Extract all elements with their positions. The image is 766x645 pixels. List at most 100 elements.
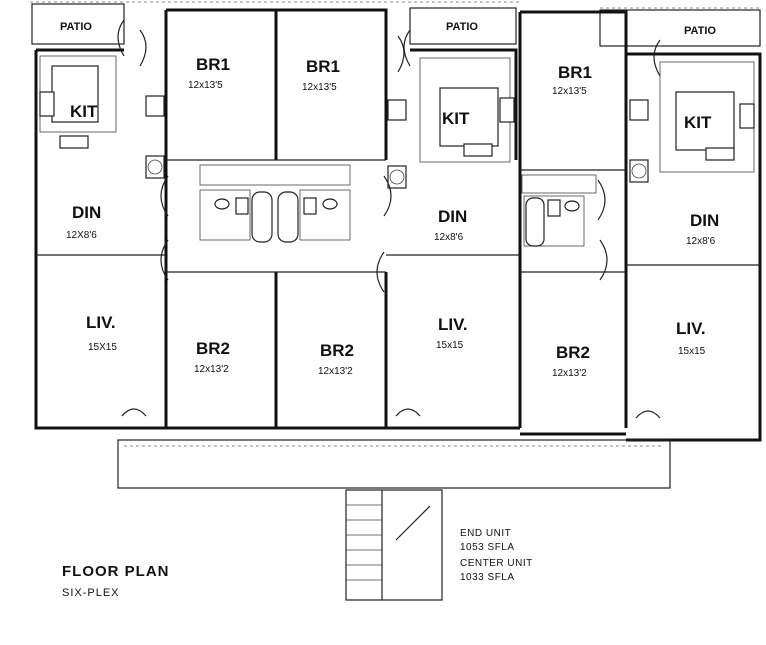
- br1-dim-3: 12x13'5: [302, 82, 337, 93]
- door-patio-1b: [139, 29, 147, 67]
- br1-label-2: BR1: [196, 55, 230, 74]
- living-label-1: LIV.: [86, 313, 116, 332]
- door-entry-6: [635, 410, 661, 419]
- note-center-unit: CENTER UNIT: [460, 558, 533, 569]
- wall-center-top: [166, 8, 388, 160]
- door-hall-4: [383, 175, 392, 217]
- fridge-4: [387, 99, 407, 121]
- kitchen-label-6: KIT: [684, 113, 712, 132]
- hall-closet-unit5: [521, 174, 597, 194]
- door-entry-1: [121, 408, 147, 417]
- fridge-6: [629, 99, 649, 121]
- plan-title: FLOOR PLAN: [62, 563, 170, 580]
- hall-closet-center: [199, 164, 351, 186]
- vanity-5: [547, 199, 561, 217]
- patio-label-4: PATIO: [446, 21, 478, 33]
- plan-subtitle: SIX-PLEX: [62, 587, 120, 599]
- br2-dim-2: 12x13'2: [194, 364, 229, 375]
- fridge-1: [145, 95, 165, 117]
- kitchen-1-sink: [59, 135, 89, 149]
- tub-2: [251, 191, 273, 243]
- bath-3: [299, 189, 351, 241]
- wh-1: [145, 155, 165, 179]
- toilet-3: [322, 198, 338, 210]
- door-patio-4: [403, 29, 411, 67]
- door-hall-5: [597, 179, 606, 221]
- dining-label-1: DIN: [72, 203, 101, 222]
- dining-dim-6: 12x8'6: [686, 236, 716, 247]
- kitchen-6-island: [675, 91, 735, 151]
- patio-areas: [30, 1, 762, 47]
- wh-6-tank: [631, 163, 647, 179]
- stair-landing-diag: [395, 505, 431, 541]
- wall-unit6: [626, 52, 762, 442]
- toilet-5: [564, 200, 580, 212]
- vanity-3: [303, 197, 317, 215]
- kitchen-6-sink: [705, 147, 735, 161]
- door-hall-5b: [599, 239, 608, 281]
- kitchen-label-1: KIT: [70, 102, 98, 121]
- door-patio-1: [117, 19, 125, 57]
- bath-2: [199, 189, 251, 241]
- door-hall-4b: [376, 251, 385, 293]
- kitchens: [39, 55, 755, 173]
- kitchen-6-range: [739, 103, 755, 129]
- walkway: [117, 439, 671, 601]
- br2-label-5: BR2: [556, 343, 590, 362]
- br2-label-3: BR2: [320, 341, 354, 360]
- kitchen-4-range: [499, 97, 515, 123]
- wh-6: [629, 159, 649, 183]
- door-patio-4b: [397, 35, 405, 73]
- br2-dim-3: 12x13'2: [318, 366, 353, 377]
- tub-5: [525, 197, 545, 247]
- living-dim-1: 15X15: [88, 342, 117, 353]
- living-dim-4: 15x15: [436, 340, 464, 351]
- vanity-2: [235, 197, 249, 215]
- kitchen-1-range: [39, 91, 55, 117]
- door-hall-1b: [160, 239, 169, 281]
- patio-label-6: PATIO: [684, 25, 716, 37]
- br1-label-5: BR1: [558, 63, 592, 82]
- note-end-unit-area: 1053 SFLA: [460, 542, 515, 553]
- dining-dim-4: 12x8'6: [434, 232, 464, 243]
- patio-left-outline: [31, 3, 125, 45]
- bath-5: [523, 195, 585, 247]
- door-entry-4: [395, 408, 421, 417]
- appliances: [145, 95, 649, 189]
- dining-label-6: DIN: [690, 211, 719, 230]
- living-dim-6: 15x15: [678, 346, 706, 357]
- wh-1-tank: [147, 159, 163, 175]
- interior-walls: [36, 159, 760, 273]
- stair-outline: [345, 489, 443, 601]
- wall-unit4-top: [410, 48, 518, 160]
- toilet-2: [214, 198, 230, 210]
- dining-label-4: DIN: [438, 207, 467, 226]
- wh-4: [387, 165, 407, 189]
- tub-3: [277, 191, 299, 243]
- br2-label-2: BR2: [196, 339, 230, 358]
- living-label-6: LIV.: [676, 319, 706, 338]
- br1-dim-5: 12x13'5: [552, 86, 587, 97]
- exterior-walls: [34, 8, 762, 442]
- wall-unit5: [520, 10, 628, 428]
- patio-right-outline: [599, 9, 761, 47]
- br2-dim-5: 12x13'2: [552, 368, 587, 379]
- patio-center-outline: [409, 7, 517, 45]
- living-label-4: LIV.: [438, 315, 468, 334]
- door-swings: [117, 19, 661, 419]
- kitchen-4-sink: [463, 143, 493, 157]
- kitchen-label-4: KIT: [442, 109, 470, 128]
- wall-left-unit: [34, 50, 166, 430]
- br1-dim-2: 12x13'5: [188, 80, 223, 91]
- door-patio-6: [653, 39, 661, 77]
- walkway-outline: [117, 439, 671, 489]
- br1-label-3: BR1: [306, 57, 340, 76]
- door-hall-1: [160, 175, 169, 217]
- dining-dim-1: 12X8'6: [66, 230, 97, 241]
- note-center-unit-area: 1033 SFLA: [460, 572, 515, 583]
- note-end-unit: END UNIT: [460, 528, 511, 539]
- wh-4-tank: [389, 169, 405, 185]
- bathrooms: [199, 189, 585, 247]
